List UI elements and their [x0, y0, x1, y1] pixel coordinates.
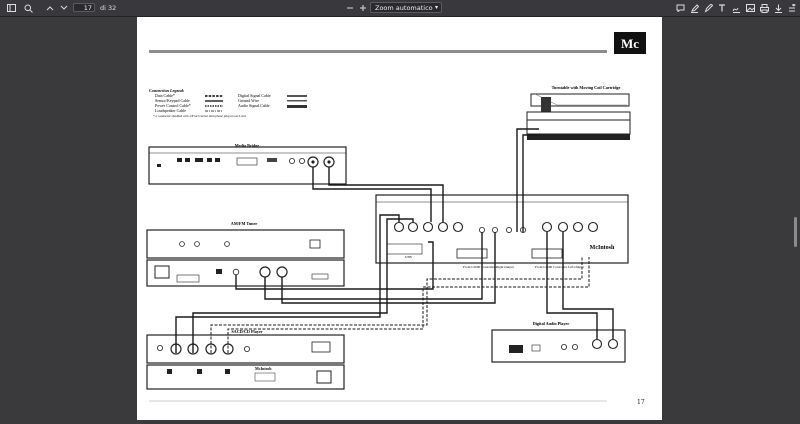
signature-icon[interactable]: [730, 2, 742, 14]
page-total-label: di 32: [100, 4, 117, 12]
zoom-select[interactable]: Zoom automatico ▾: [370, 2, 442, 13]
sidebar-toggle-icon[interactable]: [5, 2, 17, 14]
zoom-in-icon[interactable]: [357, 2, 369, 14]
usb-label: USB: [405, 255, 412, 259]
highlight-icon[interactable]: [688, 2, 700, 14]
chevron-down-icon: ▾: [434, 4, 438, 11]
previous-page-icon[interactable]: [44, 2, 56, 14]
pdf-toolbar: 17 di 32 Zoom automatico ▾: [0, 0, 800, 17]
turntable-label: Turntable with Moving Coil Cartridge: [552, 85, 621, 90]
mcintosh-logo-icon: [614, 32, 646, 54]
search-icon[interactable]: [22, 2, 34, 14]
legend-item: Digital Signal Cable: [238, 93, 271, 98]
vertical-scrollbar[interactable]: [794, 217, 797, 247]
draw-icon[interactable]: [702, 2, 714, 14]
legend-item: Sensor/Keypad Cable: [155, 98, 190, 103]
save-icon[interactable]: [772, 2, 784, 14]
text-icon[interactable]: [716, 2, 728, 14]
brand-logo-text: Mc: [621, 36, 639, 51]
menu-icon[interactable]: [786, 2, 798, 14]
tuner-label: AM/FM Tuner: [231, 221, 258, 226]
connection-diagram: Mc Connection Legend: Data Cable* Sensor…: [146, 32, 646, 402]
legend-footnote: * 2 conductor shielded with 1/8 inch ste…: [153, 114, 246, 118]
legend-item: Audio Signal Cable: [238, 103, 270, 108]
from-right-output-note: From C2000 Controller Right Output: [463, 265, 514, 269]
page-number-input[interactable]: 17: [73, 3, 95, 12]
pdf-page: Mc Connection Legend: Data Cable* Sensor…: [137, 17, 662, 420]
legend-item: Ground Wire: [238, 98, 259, 103]
turntable-plinth: [526, 111, 631, 121]
cd-player-brand: McIntosh: [255, 366, 272, 371]
document-viewer[interactable]: Mc Connection Legend: Data Cable* Sensor…: [0, 17, 800, 420]
zoom-out-icon[interactable]: [344, 2, 356, 14]
legend-item: Data Cable*: [155, 93, 175, 98]
audio-cables: [175, 128, 614, 353]
tuner-device-bottom: [146, 259, 345, 287]
print-icon[interactable]: [758, 2, 770, 14]
legend-item: Loudspeaker Cable: [155, 108, 186, 113]
cd-player-device-bottom: [146, 364, 345, 390]
legend-title: Connection Legend:: [149, 88, 185, 93]
preamp-brand: McIntosh: [590, 245, 615, 251]
image-icon[interactable]: [744, 2, 756, 14]
page-number: 17: [637, 399, 645, 406]
legend-item: Power Control Cable*: [155, 103, 191, 108]
media-bridge-label: Media Bridge: [235, 143, 260, 148]
header-rule: [149, 50, 607, 53]
data-cables: [210, 257, 590, 353]
from-left-output-note: From C2000 Controller Left Output: [535, 265, 584, 269]
digital-audio-player-label: Digital Audio Player: [533, 321, 570, 326]
turntable-dustcover: [530, 93, 630, 107]
next-page-icon[interactable]: [58, 2, 70, 14]
connection-legend: Connection Legend: Data Cable* Sensor/Ke…: [149, 88, 307, 118]
comment-icon[interactable]: [674, 2, 686, 14]
cd-player-label: SACD/CD Player: [231, 329, 262, 334]
zoom-value: Zoom automatico: [375, 4, 433, 12]
